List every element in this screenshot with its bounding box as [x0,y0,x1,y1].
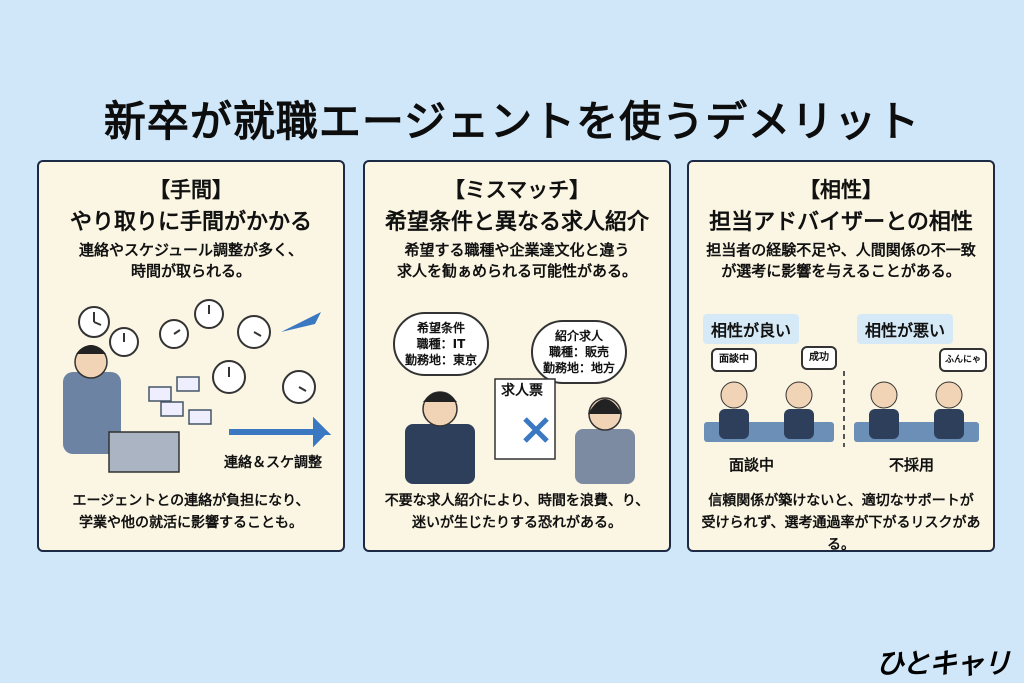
page-title: 新卒が就職エージェントを使うデメリット [103,97,921,146]
card-footer-line: 受けられず、選考通過率が下がるリスクがある。 [701,515,981,553]
job-posting-label: 求人票 [501,383,543,399]
mismatch-illustration [405,378,635,484]
card-heading: 希望条件と異なる求人紹介 [384,210,649,235]
good-caption: 面談中 [729,456,775,474]
speech-bubble: 面談中 [711,348,757,372]
card-footer-line: 信頼関係が築けないと、適切なサポートが [708,493,974,509]
card-subtext-line: 求人を勧ぁめられる可能性がある。 [396,262,637,280]
bubble-line: 職種：IT [416,337,466,351]
brand-logo: ひとキャリ [875,647,1011,680]
card-footer-line: エージェントとの連絡が負担になり、 [72,493,310,509]
card-tag: 【手間】 [149,178,233,202]
card-footer: エージェントとの連絡が負担になり、 学業や他の就活に影響することも。 [45,490,337,534]
bubble-line: 勤務地：地方 [543,361,616,375]
card-footer: 不要な求人紹介により、時間を浪費、り、 迷いが生じたりする恐れがある。 [371,490,663,534]
card-subtext-line: 担当者の経験不足や、人間関係の不一致 [706,241,976,259]
illustration-label: 連絡＆スケ調整 [224,455,322,471]
bubble-line: 勤務地：東京 [405,353,478,367]
bad-caption: 不採用 [889,456,935,474]
bad-compatibility-label: 相性が悪い [857,314,954,344]
card-subtext-line: 希望する職種や企業達文化と違う [404,241,630,259]
card-tag: 【相性】 [799,178,883,202]
card-mismatch: 【ミスマッチ】 希望条件と異なる求人紹介 希望する職種や企業達文化と違う 求人を… [363,160,671,552]
card-subtext: 担当者の経験不足や、人間関係の不一致 が選考に影響を与えることがある。 [697,240,985,282]
bubble-line: 紹介求人 [555,329,604,343]
card-compatibility: 【相性】 担当アドバイザーとの相性 担当者の経験不足や、人間関係の不一致 が選考… [687,160,995,553]
bubble-line: 希望条件 [417,321,466,335]
card-subtext: 連絡やスケジュール調整が多く、 時間が取られる。 [47,240,335,282]
card-footer-line: 迷いが生じたりする恐れがある。 [412,515,622,531]
introduced-job-bubble: 紹介求人 職種：販売 勤務地：地方 [531,320,628,384]
card-subtext-line: 連絡やスケジュール調整が多く、 [79,241,303,259]
wish-conditions-bubble: 希望条件 職種：IT 勤務地：東京 [393,312,490,376]
card-heading: 担当アドバイザーとの相性 [709,210,973,235]
compatibility-illustration [704,367,979,447]
busy-person-clocks-illustration [63,299,332,473]
card-subtext-line: が選考に影響を与えることがある。 [721,262,961,280]
bubble-line: 職種：販売 [549,345,610,359]
card-footer: 信頼関係が築けないと、適切なサポートが 受けられず、選考通過率が下がるリスクがあ… [695,490,987,556]
good-compatibility-label: 相性が良い [703,314,800,344]
card-tag: 【ミスマッチ】 [443,178,591,202]
card-footer-line: 学業や他の就活に影響することも。 [79,515,303,531]
card-hassle: 【手間】 やり取りに手間がかかる 連絡やスケジュール調整が多く、 時間が取られる… [37,160,345,552]
card-subtext-line: 時間が取られる。 [130,262,251,280]
card-footer-line: 不要な求人紹介により、時間を浪費、り、 [384,493,650,509]
card-heading: やり取りに手間がかかる [69,210,312,235]
speech-bubble: ふんにゃ [939,348,988,372]
card-subtext: 希望する職種や企業達文化と違う 求人を勧ぁめられる可能性がある。 [373,240,661,282]
speech-bubble: 成功 [801,346,837,370]
